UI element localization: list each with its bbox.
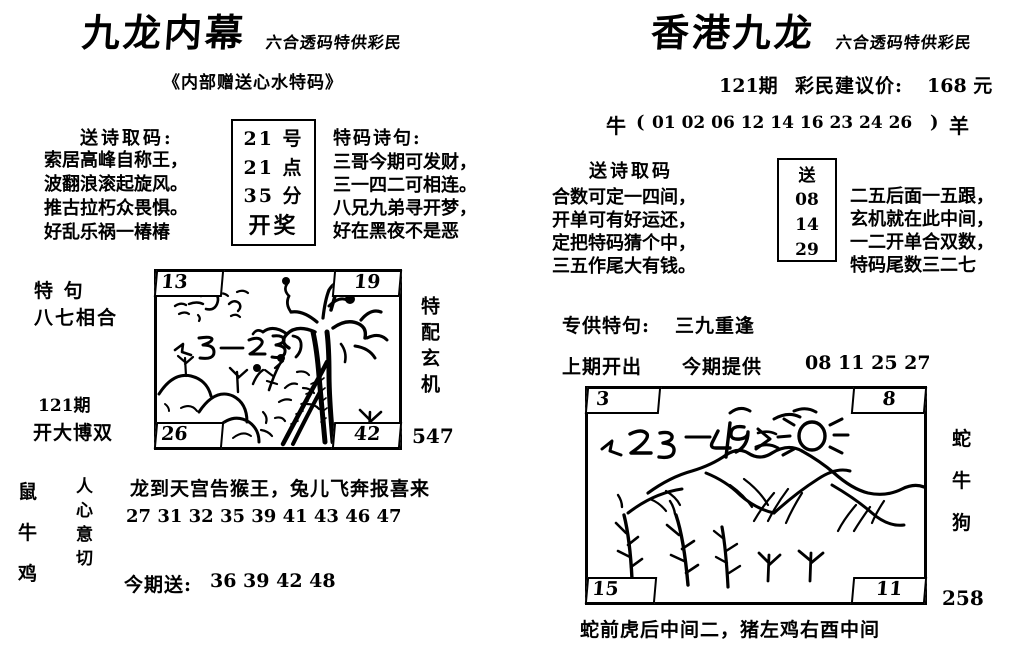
left-poem-line: 索居高峰自称王，	[44, 150, 188, 171]
right-side-line: 特码尾数三二七	[850, 255, 976, 276]
right-side-line: 一二开单合双数，	[850, 232, 994, 253]
right-poem-line: 开单可有好运还，	[552, 210, 696, 231]
left-bottom-phrase: 龙到天宫告猴王，兔儿飞奔报喜来	[130, 478, 431, 500]
send-box-value: 08	[795, 190, 819, 210]
left-issue-note: 开大博双	[33, 422, 114, 444]
range-right-zodiac: 羊	[949, 114, 969, 138]
right-panel: 香港九龙 六合透码特供彩民 121期 彩民建议价: 168 元 牛 ( 01 0…	[512, 0, 1024, 659]
right-panel-title-suffix: 六合透码特供彩民	[834, 33, 973, 52]
right-picture-corner-tr: 8	[850, 387, 928, 414]
right-picture-corner-bl: 15	[584, 577, 658, 604]
right-bottom-phrase: 蛇前虎后中间二，猪左鸡右酉中间	[580, 619, 881, 641]
right-picture-panel: 3 8 15 11	[584, 386, 928, 605]
left-special-line: 三一四二可相连。	[333, 175, 477, 196]
left-special-lines: 三哥今期可发财， 三一四二可相连。 八兄九弟寻开梦， 好在黑夜不是恶	[333, 151, 477, 243]
left-picture-corner-tr: 19	[331, 270, 403, 297]
exclusive-label: 专供特句:	[562, 315, 651, 337]
current-draw-numbers: 08 11 25 27	[805, 352, 931, 374]
left-special-line: 八兄九弟寻开梦，	[333, 198, 477, 219]
range-left-zodiac: 牛	[606, 114, 626, 138]
left-picture-side-vertical: 特配玄机	[418, 296, 440, 400]
draw-box-line-1: 21 号	[243, 128, 304, 150]
range-open-paren: (	[636, 112, 645, 133]
send-box-value: 14	[795, 215, 819, 235]
prev-draw-label: 上期开出	[562, 356, 643, 378]
send-box-label: 送	[798, 166, 816, 186]
left-bottom-numbers: 27 31 32 35 39 41 43 46 47	[126, 506, 402, 527]
left-poem-lines: 索居高峰自称王， 波翻浪滚起旋风。 推古拉朽众畏惧。 好乱乐祸一椿椿	[44, 149, 188, 245]
send-box: 送 08 14 29	[777, 158, 837, 262]
draw-box-line-3: 35 分	[243, 185, 304, 207]
left-zodiac-0: 鼠	[18, 481, 38, 503]
right-price-label: 彩民建议价:	[795, 75, 904, 97]
left-picture-panel: 13 19 26 42	[153, 269, 403, 450]
left-special-heading: 特码诗句:	[333, 128, 422, 149]
right-picture-corner-tl: 3	[584, 387, 662, 414]
right-side-lines: 二五后面一五跟， 玄机就在此中间， 一二开单合双数， 特码尾数三二七	[850, 185, 994, 277]
range-numbers: 01 02 06 12 14 16 23 24 26	[652, 113, 913, 133]
left-picture-drawing	[157, 277, 389, 447]
left-special-line: 好在黑夜不是恶	[333, 221, 459, 242]
right-issue: 121期	[719, 75, 778, 97]
left-send-label: 今期送:	[124, 574, 193, 596]
right-panel-title: 香港九龙	[649, 10, 817, 55]
left-poem-line: 推古拉朽众畏惧。	[44, 198, 188, 219]
te-ju-label: 特 句	[34, 280, 85, 302]
draw-box-line-2: 21 点	[243, 157, 304, 179]
left-panel-subtitle: 《内部赠送心水特码》	[163, 73, 343, 93]
left-panel: 九龙内幕 六合透码特供彩民 《内部赠送心水特码》 送诗取码: 索居高峰自称王， …	[18, 10, 477, 596]
left-picture-side-number: 547	[412, 424, 454, 448]
right-poem-line: 合数可定一四间，	[552, 187, 696, 208]
right-poem-line: 定把特码猜个中，	[552, 233, 696, 254]
left-issue: 121期	[38, 396, 91, 416]
exclusive-value: 三九重逢	[675, 315, 756, 337]
left-vertical-phrase: 人心意切	[72, 477, 92, 573]
right-picture-drawing	[600, 406, 924, 589]
right-picture-side-number: 258	[942, 586, 984, 610]
left-special-line: 三哥今期可发财，	[333, 152, 477, 173]
right-poem-lines: 合数可定一四间， 开单可有好运还， 定把特码猜个中， 三五作尾大有钱。	[552, 186, 696, 278]
draw-time-box: 21 号 21 点 35 分 开奖	[231, 119, 316, 246]
right-poem-heading: 送诗取码	[589, 161, 673, 182]
left-zodiac-2: 鸡	[18, 563, 38, 585]
right-price-value: 168 元	[927, 75, 993, 97]
left-picture-corner-bl: 26	[153, 422, 225, 449]
right-poem-line: 三五作尾大有钱。	[552, 256, 696, 277]
current-draw-label: 今期提供	[682, 356, 763, 378]
left-panel-title-suffix: 六合透码特供彩民	[264, 33, 403, 52]
right-side-line: 玄机就在此中间，	[850, 209, 994, 230]
left-poem-line: 波翻浪滚起旋风。	[44, 174, 188, 195]
te-ju-value: 八七相合	[34, 307, 119, 329]
range-close-paren: )	[930, 112, 939, 133]
left-poem-line: 好乱乐祸一椿椿	[44, 222, 170, 243]
left-picture-corner-tl: 13	[153, 270, 225, 297]
left-picture-corner-br: 42	[331, 422, 403, 449]
right-picture-corner-br: 11	[850, 577, 928, 604]
left-send-numbers: 36 39 42 48	[210, 570, 336, 592]
right-zodiac-2: 狗	[952, 512, 972, 534]
left-zodiac-1: 牛	[18, 522, 38, 544]
draw-box-line-4: 开奖	[248, 213, 299, 239]
left-poem-heading: 送诗取码:	[80, 128, 174, 149]
right-zodiac-1: 牛	[952, 470, 972, 492]
right-zodiac-0: 蛇	[952, 428, 972, 450]
right-side-line: 二五后面一五跟，	[850, 186, 994, 207]
left-panel-title: 九龙内幕	[80, 10, 248, 55]
send-box-value: 29	[795, 240, 819, 260]
